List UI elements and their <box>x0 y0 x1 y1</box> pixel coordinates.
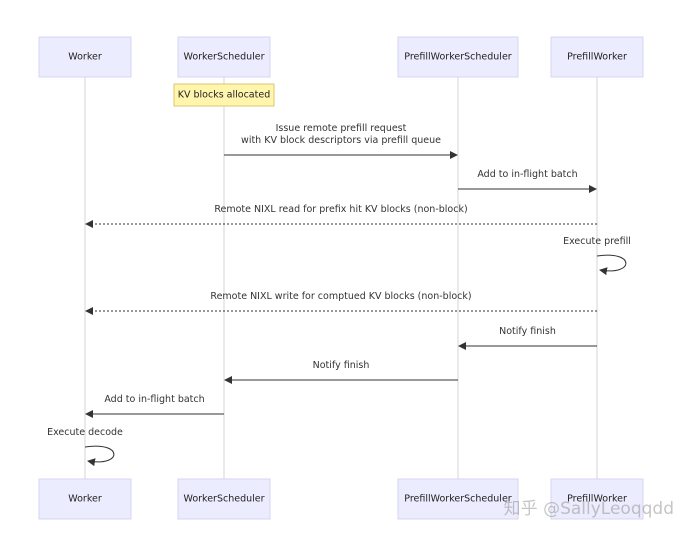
actor-box <box>397 36 519 78</box>
actor-box <box>397 478 519 520</box>
actor-workerScheduler-top: WorkerScheduler <box>177 36 271 78</box>
message-label: Execute decode <box>47 427 123 438</box>
actor-prefillWorkerScheduler-top: PrefillWorkerScheduler <box>397 36 519 78</box>
actor-box <box>550 36 644 78</box>
message-4: Execute prefill <box>563 236 631 276</box>
self-message-arrow <box>84 445 115 467</box>
message-5: Remote NIXL write for comptued KV blocks… <box>85 291 597 315</box>
message-2: Add to in-flight batch <box>458 169 597 193</box>
message-label: Issue remote prefill request <box>276 123 407 134</box>
actor-prefillWorker-top: PrefillWorker <box>550 36 644 78</box>
note-text: KV blocks allocated <box>178 90 270 101</box>
actor-label: PrefillWorkerScheduler <box>404 52 511 63</box>
actor-label: PrefillWorker <box>567 52 627 63</box>
actor-box <box>38 478 132 520</box>
message-label: Add to in-flight batch <box>477 169 577 180</box>
actor-box <box>550 478 644 520</box>
actor-box <box>38 36 132 78</box>
actor-box <box>177 478 271 520</box>
note-box <box>173 83 275 107</box>
message-label: Execute prefill <box>563 236 631 247</box>
message-label: Notify finish <box>313 360 370 371</box>
actor-label: PrefillWorker <box>567 494 627 505</box>
message-8: Add to in-flight batch <box>85 394 224 418</box>
actor-label: Worker <box>68 494 102 505</box>
message-label: Remote NIXL write for comptued KV blocks… <box>210 291 471 302</box>
actor-label: WorkerScheduler <box>183 494 264 505</box>
message-label: with KV block descriptors via prefill qu… <box>241 135 441 146</box>
actor-label: Worker <box>68 52 102 63</box>
actor-worker-bottom: Worker <box>38 478 132 520</box>
message-label: Add to in-flight batch <box>104 394 204 405</box>
message-3: Remote NIXL read for prefix hit KV block… <box>85 204 597 228</box>
message-6: Notify finish <box>458 326 597 350</box>
actor-box <box>177 36 271 78</box>
note-kv-blocks-allocated: KV blocks allocated <box>173 83 275 107</box>
message-label: Remote NIXL read for prefix hit KV block… <box>214 204 467 215</box>
message-9: Execute decode <box>47 427 123 467</box>
message-7: Notify finish <box>224 360 458 384</box>
actor-label: PrefillWorkerScheduler <box>404 494 511 505</box>
actor-worker-top: Worker <box>38 36 132 78</box>
message-label: Notify finish <box>499 326 556 337</box>
actor-prefillWorkerScheduler-bottom: PrefillWorkerScheduler <box>397 478 519 520</box>
actor-prefillWorker-bottom: PrefillWorker <box>550 478 644 520</box>
self-message-arrow <box>596 254 627 276</box>
actor-label: WorkerScheduler <box>183 52 264 63</box>
actor-workerScheduler-bottom: WorkerScheduler <box>177 478 271 520</box>
